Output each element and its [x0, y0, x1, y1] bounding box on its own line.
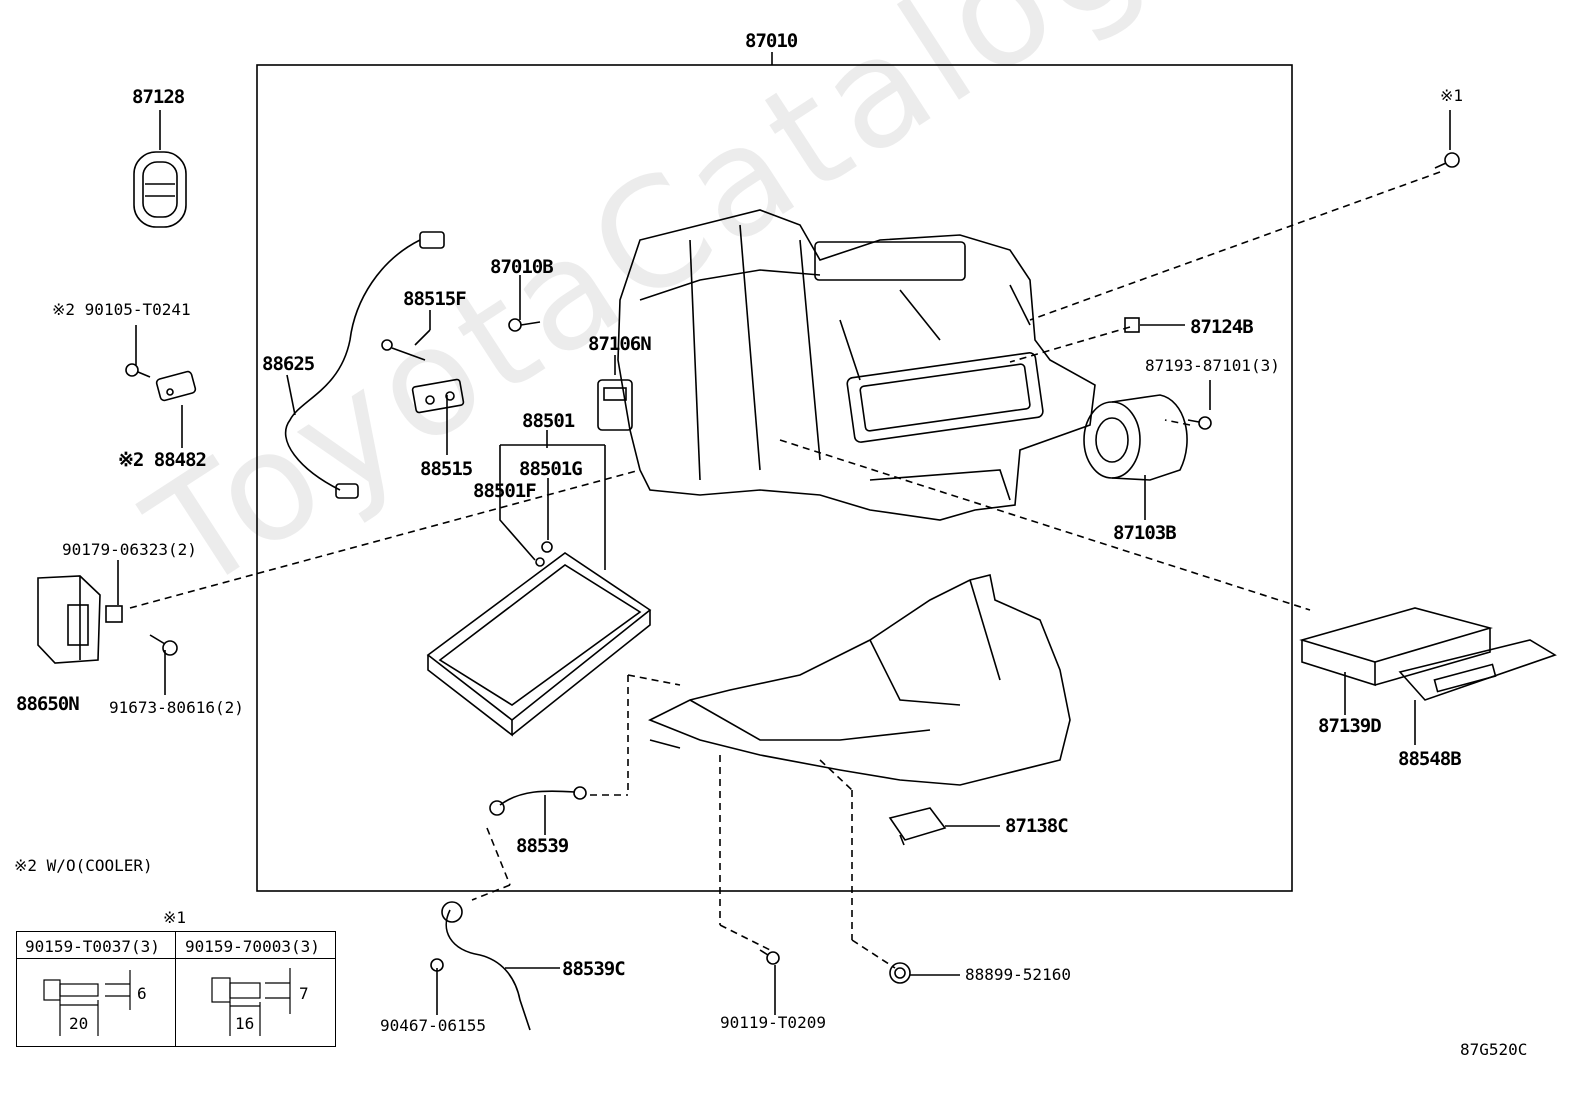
- bolt-90119: [759, 949, 780, 965]
- harness-88625: [284, 231, 445, 499]
- bolt-table-col2-part: 90159-70003(3): [185, 937, 320, 956]
- bolt-table-col1-part: 90159-T0037(3): [25, 937, 160, 956]
- label-87128: 87128: [132, 86, 185, 108]
- solid-leaders: [117, 110, 1451, 1015]
- label-note2: ※2 W/O(COOLER): [14, 856, 153, 875]
- label-87124B: 87124B: [1190, 316, 1254, 338]
- label-88625: 88625: [262, 353, 315, 375]
- bolt-table-note-mark: ※1: [163, 908, 187, 927]
- label-87010B: 87010B: [490, 256, 554, 278]
- label-88515F: 88515F: [403, 288, 467, 310]
- nut-88899: [889, 962, 911, 984]
- bolt-table-col1-length: 20: [69, 1014, 89, 1033]
- ecu-88650N: [37, 575, 101, 664]
- bolt-table-col2-length: 16: [235, 1014, 255, 1033]
- bolt-table-col1-diameter: 6: [137, 984, 147, 1003]
- label-90119: 90119-T0209: [720, 1013, 826, 1032]
- bolt-table-col2-diameter: 7: [299, 984, 309, 1003]
- label-87010: 87010: [745, 30, 798, 52]
- cover-88548B: [1398, 639, 1557, 701]
- screw-87193: [1187, 416, 1212, 430]
- clip-90179: [105, 605, 123, 623]
- pipe-88539C: [430, 901, 531, 1031]
- label-87139D: 87139D: [1318, 715, 1382, 737]
- screw-87010B: [508, 318, 541, 332]
- clip-87124B: [1124, 317, 1140, 333]
- bolt-table-header: [17, 932, 335, 959]
- label-note1-top: ※1: [1440, 86, 1464, 105]
- screw-91673: [149, 634, 178, 656]
- label-87106N: 87106N: [588, 333, 652, 355]
- label-87138C: 87138C: [1005, 815, 1069, 837]
- heater-core-88501: [426, 541, 652, 737]
- servo-87106N: [597, 379, 633, 431]
- label-91673: 91673-80616(2): [109, 698, 244, 717]
- diagram-code: 87G520C: [1460, 1040, 1528, 1059]
- bolt-table-divider: [175, 932, 176, 1046]
- screw-90105: [125, 363, 151, 378]
- assembly-frame: [256, 64, 1293, 892]
- screw-note1: [1434, 152, 1460, 169]
- label-88548B: 88548B: [1398, 748, 1462, 770]
- valve-88515: [411, 378, 465, 414]
- label-88539: 88539: [516, 835, 569, 857]
- bolt-table: 90159-T0037(3) 90159-70003(3) 20 6 16 7: [16, 931, 336, 1047]
- heater-housing: [617, 209, 1096, 521]
- filter-87139D: [1299, 607, 1493, 687]
- label-88501: 88501: [522, 410, 575, 432]
- lower-housing: [648, 574, 1071, 786]
- label-88539C: 88539C: [562, 958, 626, 980]
- label-88501G: 88501G: [519, 458, 583, 480]
- bolt-table-drawings: [43, 968, 291, 1036]
- label-88501F: 88501F: [473, 480, 537, 502]
- label-88650N: 88650N: [16, 693, 80, 715]
- pipe-88539: [489, 786, 587, 816]
- bolt-88515F: [381, 339, 426, 361]
- label-87103B: 87103B: [1113, 522, 1177, 544]
- resistor-87138C: [888, 807, 947, 846]
- label-87193: 87193-87101(3): [1145, 356, 1280, 375]
- grommet-87128: [133, 151, 187, 228]
- label-90179: 90179-06323(2): [62, 540, 197, 559]
- label-88482: ※2 88482: [118, 449, 207, 471]
- label-90105: ※2 90105-T0241: [52, 300, 191, 319]
- blower-87103B: [1083, 394, 1188, 481]
- sensor-88482: [155, 370, 197, 402]
- label-88899: 88899-52160: [965, 965, 1071, 984]
- dashed-leaders: [129, 171, 1441, 969]
- label-88515: 88515: [420, 458, 473, 480]
- label-90467: 90467-06155: [380, 1016, 486, 1035]
